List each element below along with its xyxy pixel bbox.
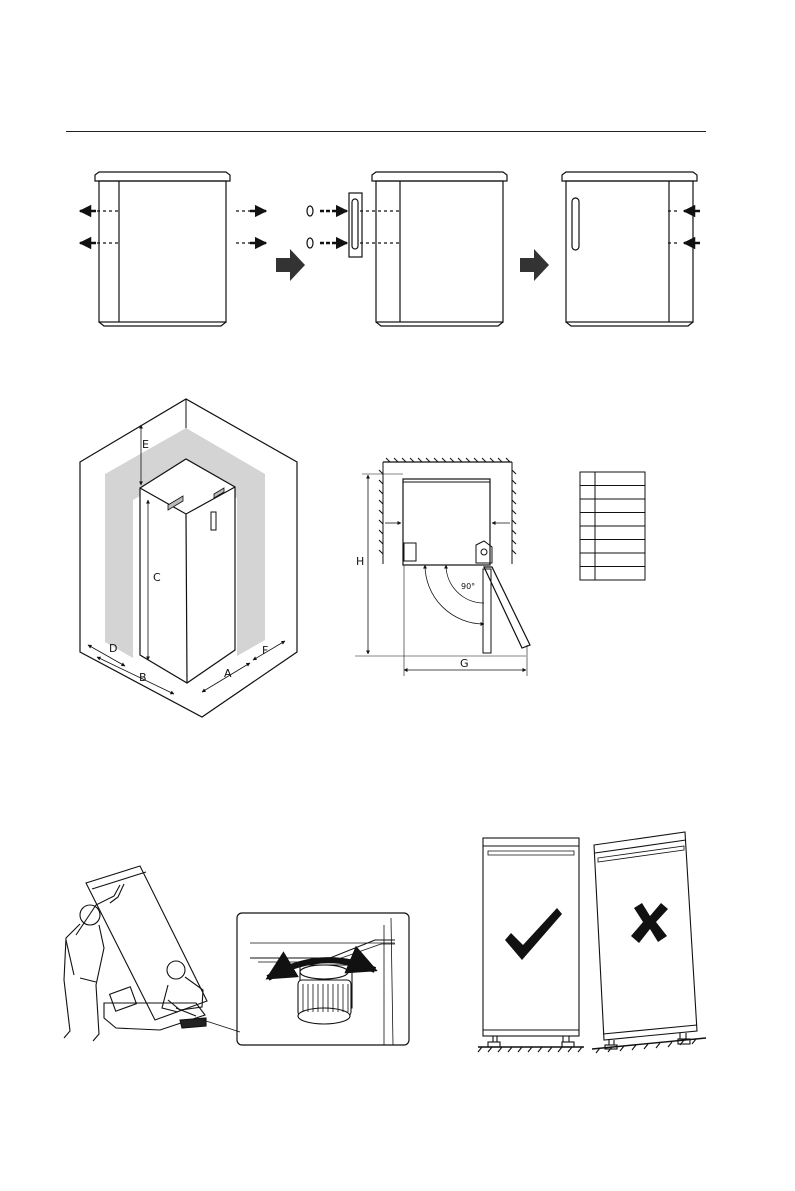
- dim-label-c: C: [153, 571, 161, 584]
- dim-label-e: E: [142, 438, 149, 451]
- installation-clearance-diagram: E C D B A F: [80, 399, 297, 717]
- fridge-step-2: [360, 172, 507, 326]
- cross-mark-icon: [631, 903, 668, 943]
- door-angle-label: 90°: [461, 582, 475, 591]
- dim-label-h: H: [356, 555, 364, 568]
- fridge-step-3: [562, 172, 697, 326]
- dimension-table: [580, 472, 645, 580]
- screw-arrows-step-1: [80, 211, 266, 243]
- dim-label-b: B: [139, 671, 147, 684]
- fridge-step-1: [95, 172, 250, 326]
- dim-label-f: F: [262, 644, 268, 657]
- dim-label-a: A: [224, 667, 232, 680]
- check-mark-icon: [505, 908, 562, 960]
- level-wrong: [592, 832, 706, 1053]
- step-arrow-1: [276, 249, 305, 281]
- dim-label-d: D: [109, 642, 117, 655]
- step-arrow-2: [520, 249, 549, 281]
- dim-label-g: G: [460, 657, 469, 670]
- screw-arrows-step-3: [684, 211, 700, 243]
- handle-removal: [307, 193, 362, 257]
- door-opening-top-view: [355, 458, 530, 676]
- adjust-feet-illustration: [64, 866, 409, 1045]
